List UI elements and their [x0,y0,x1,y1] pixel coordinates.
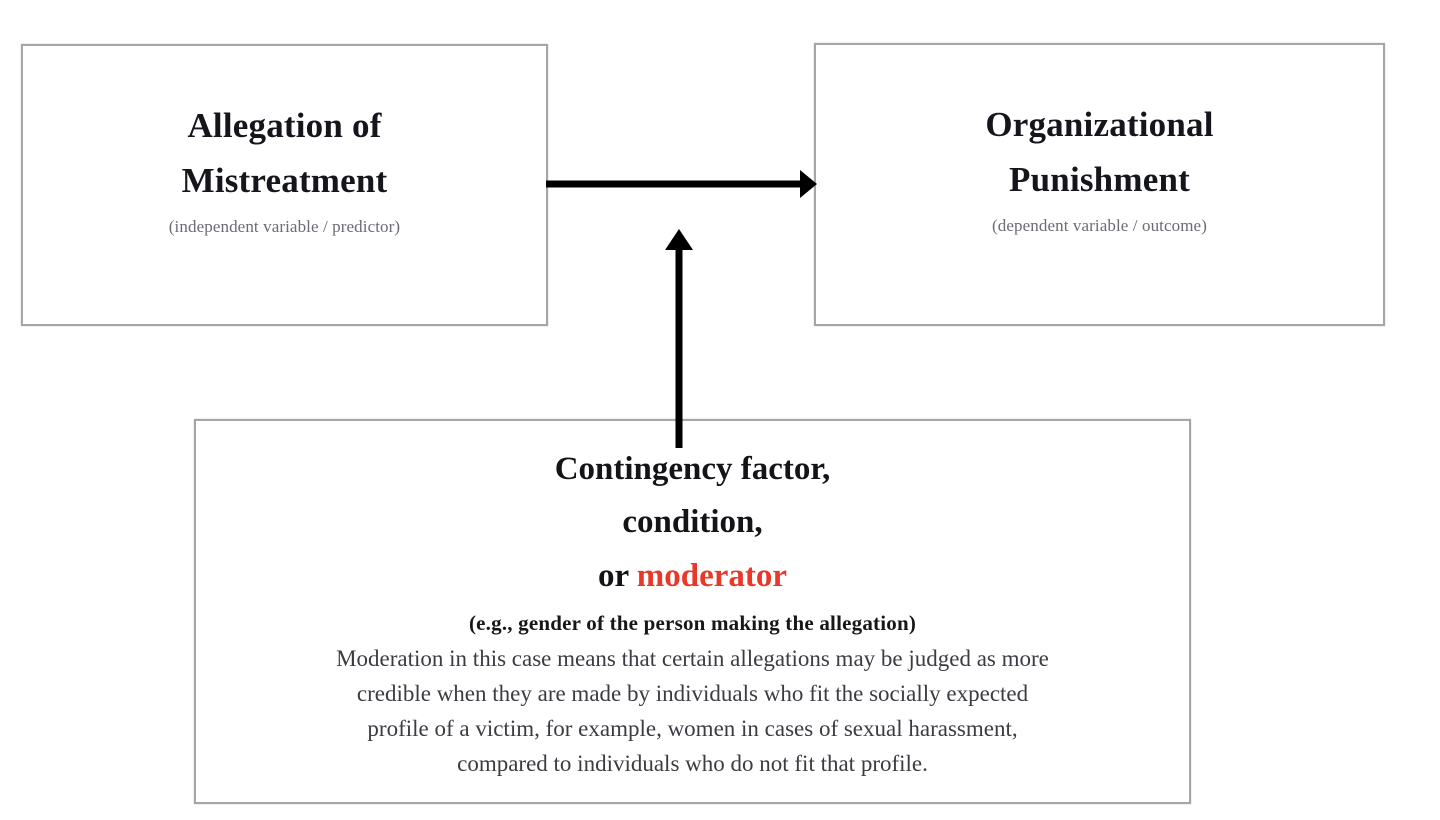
outcome-box[interactable]: Organizational Punishment (dependent var… [814,43,1385,326]
moderation-arrow-icon [665,229,693,448]
moderator-heading: Contingency factor, condition, or modera… [214,443,1171,603]
moderator-box[interactable]: Contingency factor, condition, or modera… [194,419,1191,804]
predictor-box[interactable]: Allegation of Mistreatment (independent … [21,44,548,326]
outcome-title: Organizational Punishment [816,97,1383,208]
moderator-heading-line-2: condition, [622,504,763,541]
moderator-body-line-4: compared to individuals who do not fit t… [457,751,928,777]
predictor-subtitle: (independent variable / predictor) [168,216,401,236]
moderator-body: Moderation in this case means that certa… [214,642,1171,782]
moderator-heading-prefix: or [597,557,637,594]
predictor-title: Allegation of Mistreatment [23,98,546,209]
moderator-heading-line-3: or moderator [214,550,1171,603]
moderator-body-line-2: credible when they are made by individua… [356,681,1029,707]
moderator-body-line-1: Moderation in this case means that certa… [336,646,1049,672]
predictor-title-line-1: Allegation of [187,106,382,145]
predictor-title-line-2: Mistreatment [181,161,388,201]
moderator-body-line-3: profile of a victim, for example, women … [367,716,1018,742]
moderator-heading-line-1: Contingency factor, [554,451,831,487]
predictor-content: Allegation of Mistreatment (independent … [23,98,546,237]
moderator-keyword: moderator [636,557,788,594]
outcome-content: Organizational Punishment (dependent var… [816,97,1383,236]
moderator-content: Contingency factor, condition, or modera… [214,443,1171,782]
main-effect-arrow-icon [546,170,817,198]
moderator-example: (e.g., gender of the person making the a… [468,611,917,636]
outcome-title-line-2: Punishment [1009,160,1190,200]
outcome-title-line-1: Organizational [985,105,1214,144]
outcome-subtitle: (dependent variable / outcome) [992,215,1207,235]
